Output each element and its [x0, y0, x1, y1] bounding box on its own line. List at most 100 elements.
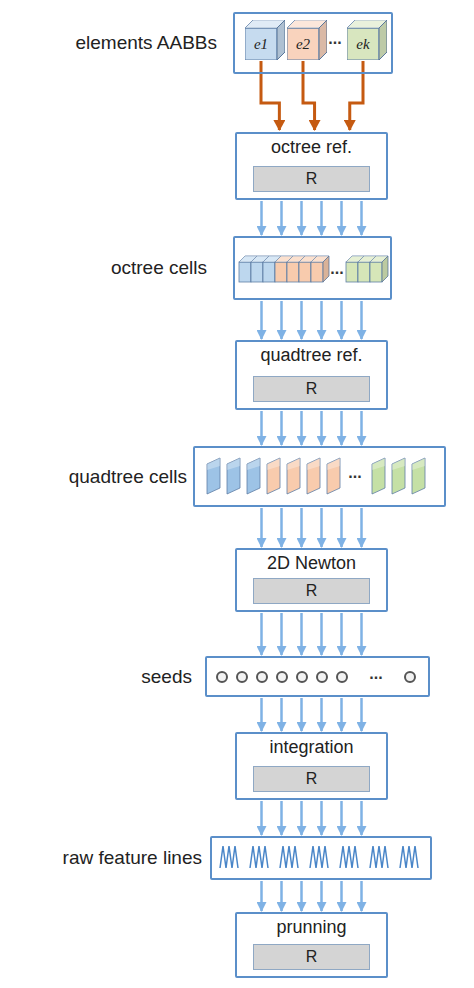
feature-squiggle	[370, 846, 388, 868]
arrow-line	[340, 801, 343, 835]
quadtree-cell	[227, 458, 240, 494]
arrow-line	[350, 61, 363, 130]
arrow-line	[340, 698, 343, 731]
arrow-line	[360, 801, 363, 835]
arrow-line	[260, 613, 263, 655]
ellipsis-mark: ...	[348, 464, 361, 482]
arrow-line	[260, 801, 263, 835]
arrow-line	[260, 201, 263, 235]
arrow-line	[340, 301, 343, 339]
process-box: octree ref.R	[235, 132, 388, 200]
seed-dot	[277, 672, 287, 682]
routine-box: R	[253, 766, 370, 792]
seed-dot	[317, 672, 327, 682]
parallel-arrows	[262, 613, 362, 655]
arrow-line	[280, 508, 283, 547]
element-cube: e2	[287, 20, 327, 60]
parallel-arrows	[262, 301, 362, 339]
arrow-line	[260, 698, 263, 731]
stage-heading: octree cells	[111, 257, 207, 279]
arrow-line	[280, 201, 283, 235]
parallel-arrows	[262, 508, 362, 547]
routine-box: R	[253, 376, 370, 402]
ellipsis-mark: ...	[369, 665, 382, 683]
quadtree-cell	[412, 458, 425, 494]
arrow-line	[260, 301, 263, 339]
cube-face	[347, 28, 379, 60]
arrow-line	[300, 801, 303, 835]
arrow-line	[320, 698, 323, 731]
arrow-line	[340, 613, 343, 655]
quadtree-cell	[307, 458, 320, 494]
parallel-arrows	[262, 201, 362, 235]
arrow-line	[360, 698, 363, 731]
seed-dot	[257, 672, 267, 682]
cube-face	[245, 28, 277, 60]
arrow-line	[280, 301, 283, 339]
arrow-line	[280, 881, 283, 911]
element-name: e2	[287, 28, 319, 60]
quadtree-tiles	[207, 458, 425, 494]
process-box: quadtree ref.R	[235, 340, 388, 410]
routine-name: R	[306, 948, 318, 966]
feature-squiggle	[280, 846, 298, 868]
stage-box: quadtree cells	[193, 446, 446, 507]
routine-name: R	[306, 380, 318, 398]
feature-squiggle	[310, 846, 328, 868]
arrow-line	[320, 411, 323, 445]
arrow-line	[300, 301, 303, 339]
quadtree-cell	[372, 458, 385, 494]
seed-dot	[237, 672, 247, 682]
arrow-line	[340, 881, 343, 911]
cube-shade	[379, 20, 387, 60]
arrow-line	[300, 508, 303, 547]
arrow-line	[300, 613, 303, 655]
arrow-line	[300, 698, 303, 731]
arrow-line	[280, 801, 283, 835]
process-box: integrationR	[235, 732, 388, 800]
arrow-line	[300, 881, 303, 911]
stage-heading: quadtree cells	[69, 466, 187, 488]
arrow-line	[320, 301, 323, 339]
quadtree-cell	[327, 458, 340, 494]
process-box: prunningR	[235, 912, 388, 978]
arrow-line	[300, 411, 303, 445]
process-title: octree ref.	[237, 134, 386, 158]
feature-lines	[220, 846, 418, 868]
feature-squiggle	[340, 846, 358, 868]
input-arrow	[261, 61, 279, 130]
arrow-line	[340, 201, 343, 235]
routine-name: R	[306, 770, 318, 788]
cube-face	[379, 20, 387, 60]
ellipsis-mark: ...	[330, 260, 343, 278]
stage-heading: elements AABBs	[75, 32, 217, 54]
arrow-line	[260, 508, 263, 547]
arrow-line	[260, 411, 263, 445]
arrow-line	[360, 881, 363, 911]
arrow-line	[340, 411, 343, 445]
feature-squiggle	[220, 846, 238, 868]
arrow-line	[320, 201, 323, 235]
arrow-line	[360, 301, 363, 339]
process-title: integration	[237, 734, 386, 758]
cube-face	[277, 20, 285, 60]
element-cube: e1	[245, 20, 285, 60]
parallel-arrows	[262, 801, 362, 835]
cube-face	[287, 28, 319, 60]
input-arrow	[303, 61, 315, 130]
seed-dot	[217, 672, 227, 682]
process-title: 2D Newton	[237, 550, 386, 574]
quadtree-cell	[207, 458, 220, 494]
stage-box: seeds	[205, 656, 430, 697]
arrow-line	[280, 411, 283, 445]
stage-box: elements AABBse1e2ek	[233, 12, 393, 74]
seed-dot	[405, 672, 415, 682]
parallel-arrows	[262, 411, 362, 445]
arrow-line	[280, 613, 283, 655]
stage-box: raw feature lines	[210, 836, 432, 880]
routine-name: R	[306, 582, 318, 600]
octree-cubes	[239, 256, 388, 282]
arrow-line	[300, 201, 303, 235]
